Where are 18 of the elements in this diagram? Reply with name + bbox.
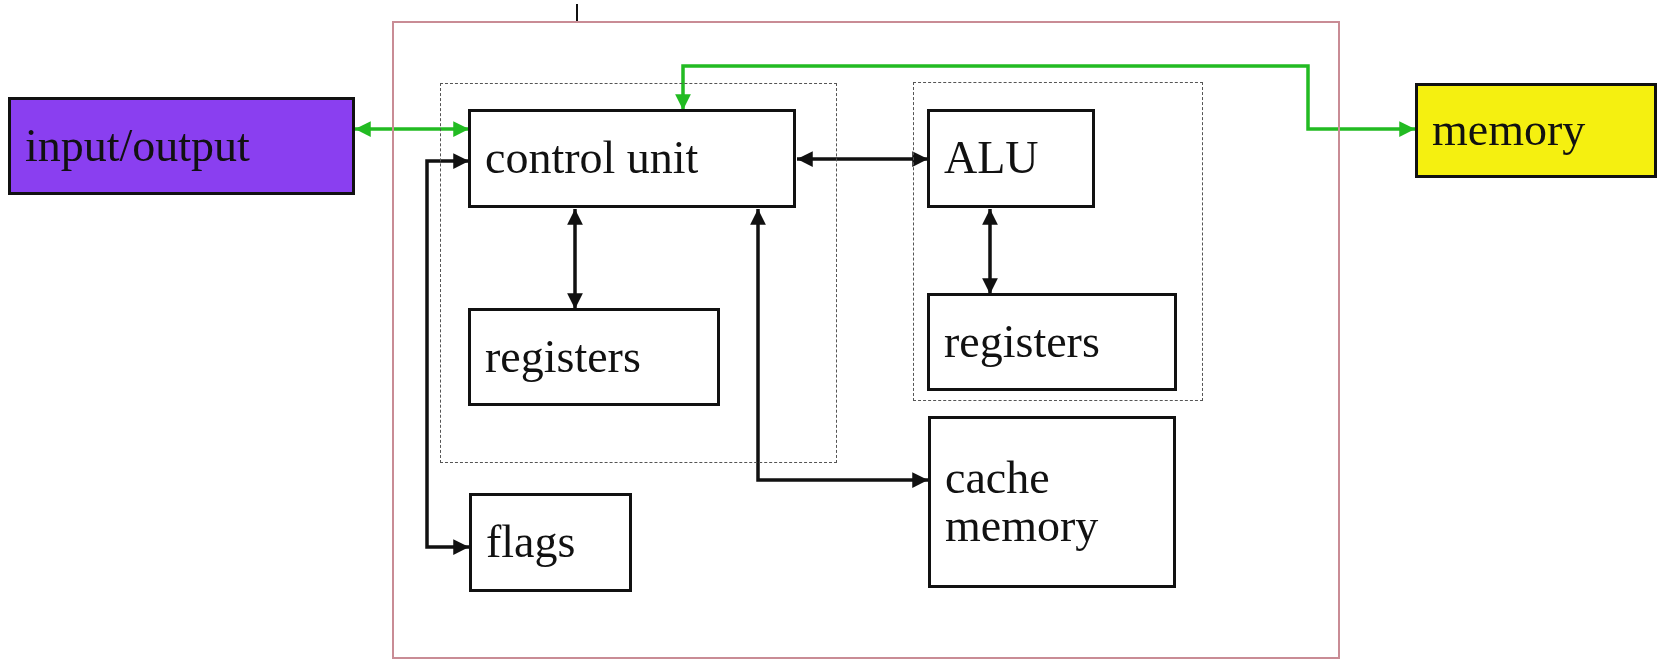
arrow: [567, 209, 583, 309]
process-box: memory: [1415, 83, 1657, 178]
arrow: [355, 121, 469, 137]
arrow: [982, 209, 998, 294]
dashed-group-box: [913, 82, 1203, 401]
process-box: ALU: [927, 109, 1095, 208]
arrow: [425, 153, 469, 555]
arrow: [750, 209, 928, 488]
process-box: input/output: [8, 97, 355, 195]
arrow: [675, 64, 1415, 137]
process-box: control unit: [468, 109, 796, 208]
process-box: registers: [468, 308, 720, 406]
cpu-box: [392, 21, 1340, 659]
process-box: registers: [927, 293, 1177, 391]
dashed-group-box: [440, 83, 837, 463]
arrow: [797, 151, 928, 167]
process-box: flags: [469, 493, 632, 592]
process-box: cache memory: [928, 416, 1176, 588]
